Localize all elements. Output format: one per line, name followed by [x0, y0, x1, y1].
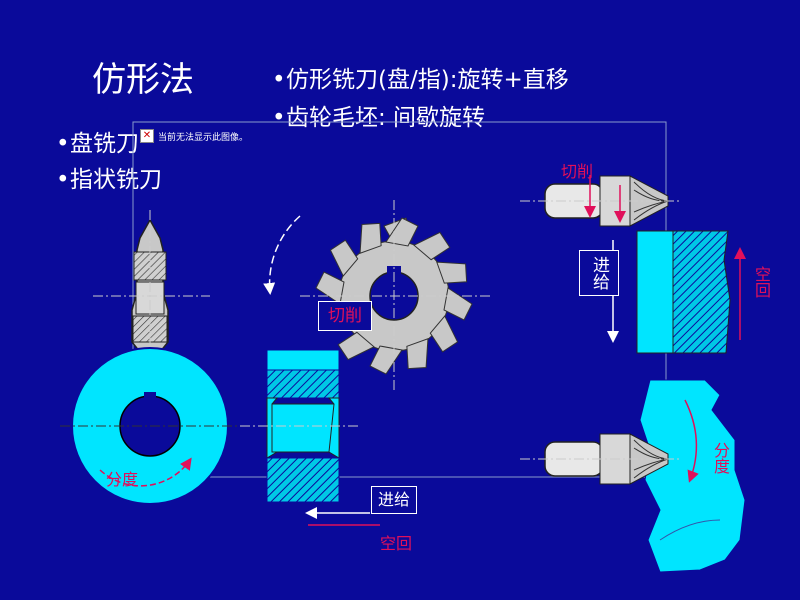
gear-blank-section — [266, 349, 340, 503]
workpiece-bottom — [639, 379, 746, 573]
bullet-finger-cutter: •指状铣刀 — [56, 167, 162, 193]
bullet-dot: • — [272, 105, 286, 131]
label-return-bottom: 空回 — [380, 534, 413, 553]
broken-image-icon: ✕ — [140, 129, 154, 143]
bullet-dot: • — [56, 167, 70, 193]
label-cut-mid: 切削 — [318, 301, 372, 331]
label-feed-bottom: 进给 — [371, 486, 417, 514]
bullet-dot: • — [272, 67, 286, 93]
label-index-right: 分度 — [711, 442, 730, 474]
finger-cutter — [131, 218, 169, 369]
bullet-disc-cutter: •盘铣刀 — [56, 131, 139, 157]
label-feed-right: 进给 — [579, 250, 619, 296]
label-return-right: 空回 — [752, 266, 771, 298]
slide-title: 仿形法 — [92, 60, 194, 100]
bullet-blank-motion: •齿轮毛坯: 间歇旋转 — [272, 105, 486, 131]
label-index-left: 分度 — [106, 470, 139, 489]
broken-image-placeholder: ✕ 当前无法显示此图像。 — [140, 126, 268, 146]
bullet-motion: •仿形铣刀(盘/指):旋转+直移 — [272, 67, 569, 93]
label-cut-top: 切削 — [561, 162, 594, 181]
workpiece-top — [636, 230, 731, 354]
bullet-dot: • — [56, 131, 70, 157]
